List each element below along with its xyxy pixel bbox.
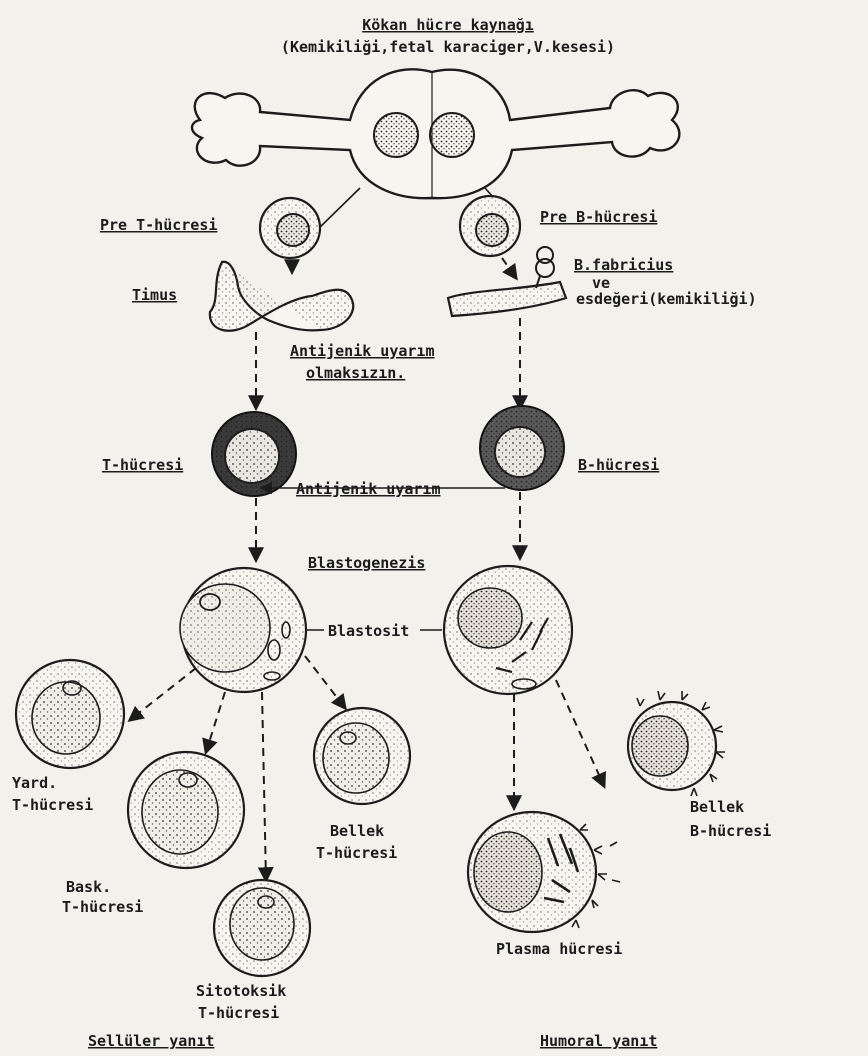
antijenik-olmaksizin-line-1: Antijenik uyarım <box>290 342 435 360</box>
plasma-label: Plasma hücresi <box>496 940 622 958</box>
title-line-2: (Kemikiliği,fetal karaciger,V.kesesi) <box>281 38 615 56</box>
t-cell <box>212 412 296 496</box>
bellek-t-label-2: T-hücresi <box>316 844 397 862</box>
sitotoksik-label-1: Sitotoksik <box>196 982 286 1000</box>
bellek-t-label-1: Bellek <box>330 822 384 840</box>
b-hucresi-label: B-hücresi <box>578 456 659 474</box>
blastosit-label: Blastosit <box>328 622 409 640</box>
pre-t-cell <box>260 198 320 258</box>
humoral-yanit-label: Humoral yanıt <box>540 1032 657 1050</box>
bellek-b-label-1: Bellek <box>690 798 744 816</box>
antijenik-olmaksizin-line-2: olmaksızın. <box>306 364 405 382</box>
b-cell <box>480 406 564 490</box>
yard-label-1: Yard. <box>12 774 57 792</box>
t-blastocyte <box>180 568 306 692</box>
title-line-1: Kökan hücre kaynağı <box>362 16 534 34</box>
bellek-b-label-2: B-hücresi <box>690 822 771 840</box>
yard-label-2: T-hücresi <box>12 796 93 814</box>
yardimci-t-cell <box>16 660 124 768</box>
timus-label: Timus <box>132 286 177 304</box>
sitotoksik-t-cell <box>214 880 310 976</box>
pre-b-cell <box>460 196 520 256</box>
blastogenezis-label: Blastogenezis <box>308 554 425 572</box>
bellek-t-cell <box>314 708 410 804</box>
b-blastocyte <box>444 566 572 694</box>
esdegeri-label: esdeğeri(kemikiliği) <box>576 290 757 308</box>
b-fabricius-label: B.fabricius <box>574 256 673 274</box>
bask-label-1: Bask. <box>66 878 111 896</box>
sitotoksik-label-2: T-hücresi <box>198 1004 279 1022</box>
bask-label-2: T-hücresi <box>62 898 143 916</box>
t-hucresi-label: T-hücresi <box>102 456 183 474</box>
antijenik-uyarim-label: Antijenik uyarım <box>296 480 441 498</box>
pre-b-label: Pre B-hücresi <box>540 208 657 226</box>
sellular-yanit-label: Sellüler yanıt <box>88 1032 214 1050</box>
pre-t-label: Pre T-hücresi <box>100 216 217 234</box>
baskilayici-t-cell <box>128 752 244 868</box>
